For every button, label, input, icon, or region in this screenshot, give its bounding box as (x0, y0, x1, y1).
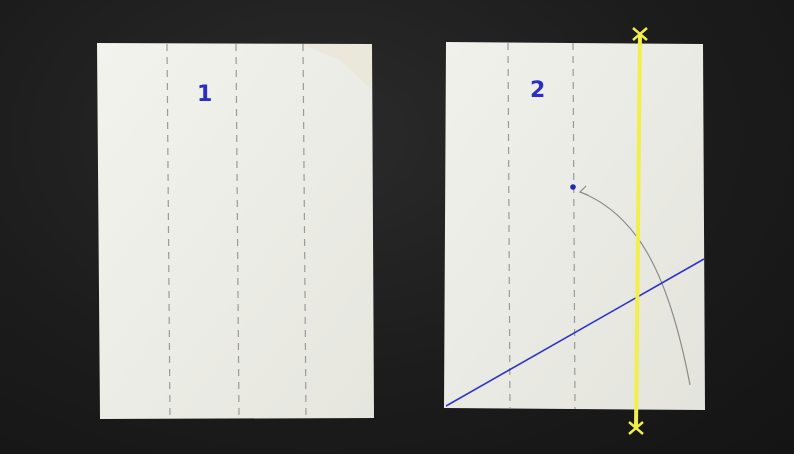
paper-sheet-1: 1 (97, 43, 374, 419)
step-label-1: 1 (197, 82, 212, 107)
reference-point-dot (570, 184, 576, 190)
paper-sheet-1-body (97, 43, 374, 419)
paper-sheet-2: 2 (444, 28, 705, 434)
step-label-2: 2 (530, 78, 545, 103)
